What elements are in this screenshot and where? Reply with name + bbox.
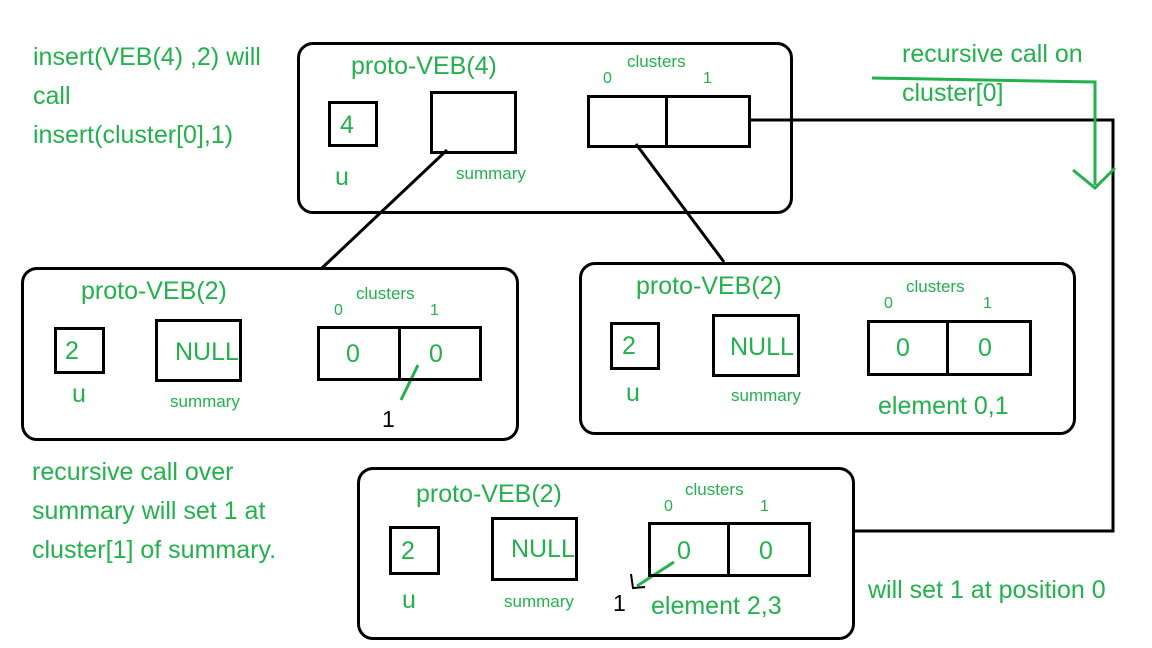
note-line: recursive call over [32, 458, 234, 486]
element-label: element 2,3 [651, 592, 782, 620]
u-box: 2 [389, 526, 440, 575]
u-box: 4 [328, 101, 378, 147]
cluster-index-1: 1 [983, 295, 992, 312]
note-line: summary will set 1 at [32, 497, 266, 525]
note-set-position: will set 1 at position 0 [868, 571, 1106, 610]
note-summary-recursion: recursive call over summary will set 1 a… [32, 453, 276, 570]
panel-title: proto-VEB(2) [81, 277, 227, 305]
cluster-cell-value: 0 [896, 334, 910, 362]
summary-box: NULL [712, 314, 800, 377]
cluster-index-0: 0 [664, 498, 673, 515]
clusters-label: clusters [685, 480, 744, 499]
u-label: u [626, 379, 640, 407]
summary-box: NULL [491, 517, 578, 581]
note-insert-call: insert(VEB(4) ,2) will call insert(clust… [33, 38, 261, 155]
u-value: 2 [622, 332, 636, 360]
summary-link-line [320, 148, 449, 270]
cluster-cell-value: 0 [346, 340, 360, 368]
bottom-set-mark-head [630, 573, 646, 590]
summary-null-value: NULL [175, 338, 239, 366]
panel-title: proto-VEB(4) [351, 52, 497, 80]
cluster-cell-1 [665, 95, 751, 148]
note-line: insert(VEB(4) ,2) will [33, 43, 261, 71]
proto-veb-4-panel: proto-VEB(4) 4 u summary clusters 0 1 [297, 42, 793, 214]
summary-null-value: NULL [730, 333, 794, 361]
clusters-label: clusters [356, 284, 415, 303]
note-line: insert(cluster[0],1) [33, 121, 234, 149]
clusters-label: clusters [627, 52, 686, 71]
proto-veb-2-right-panel: proto-VEB(2) 2 u NULL summary clusters 0… [579, 262, 1076, 435]
note-line: cluster[1] of summary. [32, 536, 277, 564]
cluster-index-0: 0 [884, 295, 893, 312]
panel-title: proto-VEB(2) [416, 480, 562, 508]
bottom-set-value: 1 [613, 590, 626, 616]
cluster-cell-value: 0 [978, 334, 992, 362]
cluster-index-1: 1 [430, 302, 439, 319]
summary-null-value: NULL [511, 535, 575, 563]
cluster-cell-0 [587, 95, 668, 148]
recursive-arrow [871, 76, 1097, 185]
u-value: 4 [340, 111, 354, 139]
cluster-link-line [634, 143, 726, 263]
cluster-cell-value: 0 [429, 340, 443, 368]
note-recursive-call: recursive call on cluster[0] [902, 35, 1083, 113]
summary-box: NULL [155, 319, 242, 382]
u-label: u [402, 586, 416, 614]
cluster-cell-value: 0 [759, 537, 773, 565]
left-set-mark [399, 364, 420, 401]
cluster-cell-0: 0 [867, 320, 949, 376]
note-line: will set 1 at position 0 [868, 576, 1106, 604]
summary-label: summary [456, 164, 526, 183]
cluster-cell-0: 0 [648, 522, 730, 577]
proto-veb-2-left-panel: proto-VEB(2) 2 u NULL summary clusters 0… [21, 267, 519, 441]
u-value: 2 [401, 537, 415, 565]
cluster-index-0: 0 [334, 302, 343, 319]
summary-box [430, 91, 517, 154]
clusters-label: clusters [906, 277, 965, 296]
summary-label: summary [170, 392, 240, 411]
proto-veb-2-bottom-panel: proto-VEB(2) 2 u NULL summary clusters 0… [357, 467, 855, 640]
summary-label: summary [731, 386, 801, 405]
cluster-cell-1: 0 [398, 326, 482, 381]
summary-label: summary [504, 592, 574, 611]
cluster-path-line [748, 118, 1115, 533]
element-label: element 0,1 [878, 392, 1009, 420]
note-line: cluster[0] [902, 79, 1004, 107]
cluster-cell-value: 0 [677, 537, 691, 565]
panel-title: proto-VEB(2) [636, 272, 782, 300]
cluster-index-1: 1 [703, 70, 712, 87]
u-label: u [335, 163, 349, 191]
u-label: u [72, 380, 86, 408]
note-line: call [33, 82, 71, 110]
u-value: 2 [65, 337, 79, 365]
cluster-cell-1: 0 [946, 320, 1032, 376]
cluster-cell-1: 0 [727, 522, 811, 577]
recursive-arrow-head [1072, 166, 1117, 191]
cluster-index-1: 1 [760, 498, 769, 515]
note-line: recursive call on [902, 40, 1083, 68]
u-box: 2 [54, 327, 105, 374]
cluster-index-0: 0 [603, 70, 612, 87]
u-box: 2 [610, 322, 660, 370]
cluster-cell-0: 0 [317, 326, 401, 381]
left-set-value: 1 [382, 406, 395, 432]
